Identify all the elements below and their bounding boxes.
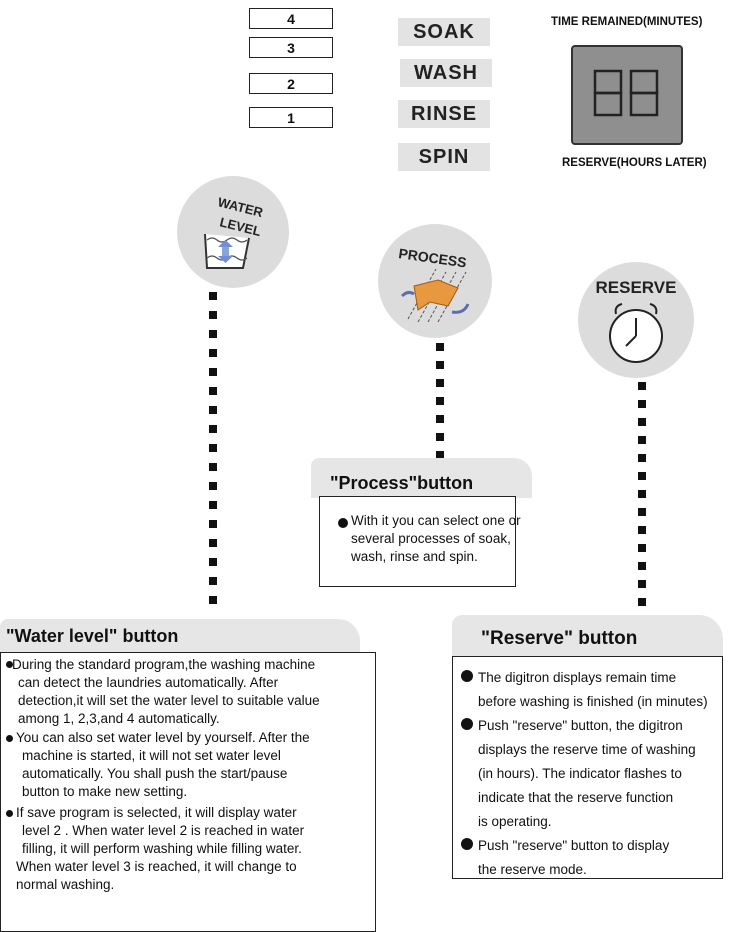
water-level-2: 2	[249, 73, 333, 94]
connector-dot	[436, 397, 444, 405]
connector-dot	[638, 580, 646, 588]
connector-dot	[638, 382, 646, 390]
process-rinse: RINSE	[398, 100, 490, 128]
water-callout-box	[0, 652, 376, 932]
connector-dot	[209, 387, 217, 395]
connector-dot	[209, 520, 217, 528]
process-icon: PROCESS	[398, 245, 470, 323]
connector-dot	[209, 292, 217, 300]
connector-dot	[209, 425, 217, 433]
connector-dot	[436, 379, 444, 387]
reserve-button-label: RESERVE	[595, 278, 677, 297]
bullet-icon	[6, 661, 13, 668]
connector-dot	[209, 482, 217, 490]
reserve-callout-item-3: Push "reserve" button to display the res…	[478, 838, 670, 877]
connector-dot	[436, 433, 444, 441]
water-callout-item-2: You can also set water level by yourself…	[16, 730, 310, 799]
process-soak: SOAK	[398, 18, 490, 46]
connector-dot	[638, 598, 646, 606]
connector-dot	[209, 311, 217, 319]
reserve-callout-item-1: The digitron displays remain time before…	[478, 670, 708, 709]
water-callout-item-1: During the standard program,the washing …	[12, 657, 320, 726]
water-callout-tab	[0, 619, 360, 655]
clock-icon	[609, 303, 663, 363]
bullet-icon	[461, 718, 473, 730]
connector-dot	[436, 361, 444, 369]
bullet-icon	[6, 735, 13, 742]
connector-dot	[209, 539, 217, 547]
reserve-callout-box	[452, 656, 723, 879]
bullet-icon	[338, 518, 348, 528]
connector-dot	[638, 562, 646, 570]
process-callout-box	[319, 496, 516, 587]
water-level-icon: WATER LEVEL	[204, 194, 265, 269]
connector-dot	[638, 436, 646, 444]
reserve-callout-item-2: Push "reserve" button, the digitron disp…	[478, 718, 696, 829]
time-remained-label: TIME REMAINED(MINUTES)	[551, 16, 703, 28]
connector-dot	[638, 400, 646, 408]
connector-dot	[436, 451, 444, 459]
process-wash: WASH	[400, 59, 492, 87]
connector-dot	[638, 418, 646, 426]
connector-dot	[209, 349, 217, 357]
connector-dot	[638, 490, 646, 498]
reserve-button[interactable]: RESERVE	[578, 262, 694, 378]
connector-dot	[209, 558, 217, 566]
connector-dot	[436, 343, 444, 351]
process-callout-title: "Process"button	[330, 473, 474, 493]
connector-dot	[638, 526, 646, 534]
water-level-1: 1	[249, 107, 333, 128]
reserve-hours-label: RESERVE(HOURS LATER)	[562, 157, 707, 169]
connector-dot	[209, 444, 217, 452]
seven-segment-digits-icon	[593, 69, 659, 117]
water-level-button[interactable]: WATER LEVEL	[177, 176, 289, 288]
reserve-callout-tab	[452, 615, 723, 657]
connector-dot	[209, 463, 217, 471]
bullet-icon	[6, 810, 13, 817]
water-level-4: 4	[249, 8, 333, 29]
connector-dot	[209, 501, 217, 509]
connector-dot	[436, 415, 444, 423]
connector-dot	[209, 368, 217, 376]
connector-dot	[638, 472, 646, 480]
reserve-callout-title: "Reserve" button	[481, 628, 638, 649]
connector-dot	[209, 330, 217, 338]
connector-dot	[638, 544, 646, 552]
process-spin: SPIN	[398, 143, 490, 171]
process-callout-tab	[311, 458, 532, 498]
digit-display	[571, 45, 683, 145]
bullet-icon	[461, 838, 473, 850]
water-callout-title: "Water level" button	[6, 626, 179, 646]
connector-dot	[209, 596, 217, 604]
connector-dot	[209, 406, 217, 414]
bullet-icon	[461, 670, 473, 682]
process-button[interactable]: PROCESS	[378, 224, 492, 338]
svg-text:PROCESS: PROCESS	[398, 245, 468, 270]
water-level-3: 3	[249, 37, 333, 58]
connector-dot	[209, 577, 217, 585]
connector-dot	[638, 508, 646, 516]
connector-dot	[638, 454, 646, 462]
process-callout-text: With it you can select one or several pr…	[351, 513, 521, 564]
water-callout-item-3: If save program is selected, it will dis…	[16, 805, 305, 892]
